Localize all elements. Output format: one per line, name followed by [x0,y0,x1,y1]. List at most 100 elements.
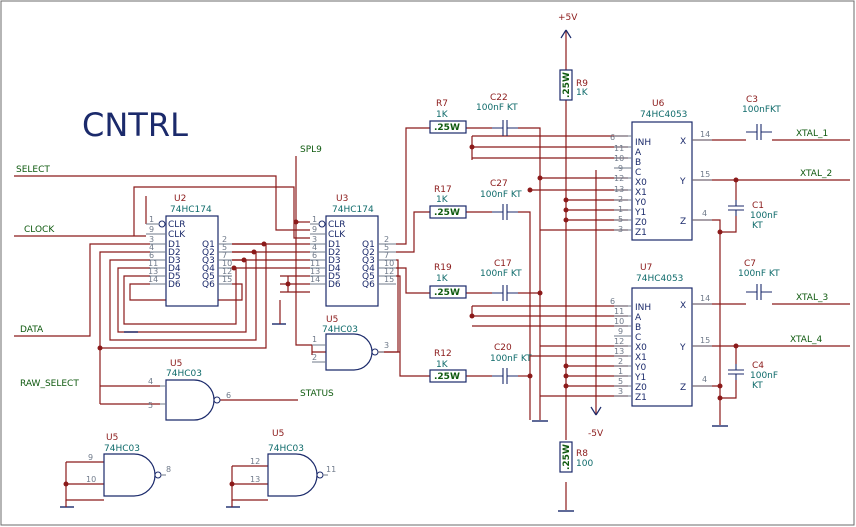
power-symbols: +5V -5V [558,13,604,439]
u2-value: 74HC174 [170,205,212,215]
r17-marking: .25W [434,208,460,218]
u5c-body [103,453,156,497]
r7-marking: .25W [434,123,460,133]
u6-pin-x0: X0 [635,178,647,188]
u2-pin-clk: CLK [168,230,186,240]
net-clock: CLOCK [24,225,55,235]
u6-pin-y1: Y1 [634,208,646,218]
u7-pinnum-5: 5 [618,377,623,386]
c17-ref: C17 [494,259,512,269]
u2-pin-q4: Q4 [202,264,215,274]
u3-pinnum-6: 6 [312,251,317,260]
r17-body [429,205,467,219]
u3-pinnum-7: 7 [384,251,389,260]
u2-pinnum-2: 2 [222,235,227,244]
u7-pin-z: Z [680,383,686,393]
u5a-pin-3: 3 [384,341,389,350]
u7-pinnum-2: 2 [618,357,623,366]
u5d-pin-13: 13 [250,475,260,484]
capacitor-c3: C3 100nFKT [742,95,781,140]
net-spl9: SPL9 [300,145,322,155]
u3-clr-bubble [318,220,326,228]
resistor-r19: R19 1K .25W [429,263,467,299]
u3-pin-d2: D2 [328,248,341,258]
u5a-pin-2: 2 [312,353,317,362]
u6-pinnum-5: 5 [618,215,623,224]
u6-pinnum-11: 11 [614,144,624,153]
u5c-bubble [154,471,162,479]
u3-pinnum-2: 2 [384,235,389,244]
r19-ref: R19 [434,263,452,273]
net-raw-select: RAW_SELECT [20,379,79,389]
plus5v-label: +5V [558,13,578,23]
c4-value-2: KT [752,381,763,391]
u7-pinnum-3: 3 [618,387,623,396]
r7-ref: R7 [436,99,448,109]
junction-dots [63,144,739,487]
u7-pinnum-1: 1 [618,367,623,376]
u3-pin-d1: D1 [328,240,341,250]
c1-ref: C1 [752,201,764,211]
gate-u5-d: U5 74HC03 12 13 11 [250,429,336,497]
u7-pinnum-9: 9 [618,327,623,336]
ic-u7: U7 74HC4053 INH A B C X0 X1 Y0 Y1 Z0 Z1 … [610,263,712,407]
u2-ref: U2 [174,194,186,204]
u7-pinnum-12: 12 [614,337,624,346]
ic-u3: U3 74HC174 CLR CLK D1 D2 D3 D4 D5 D6 Q1 … [310,194,396,307]
c27-ref: C27 [490,179,508,189]
r12-body [429,369,467,383]
u5c-value: 74HC03 [104,444,140,454]
resistor-r12: R12 1K .25W [429,349,467,383]
u7-ref: U7 [640,263,652,273]
c22-value: 100nF KT [476,103,518,113]
c1-value: 100nF [750,211,778,221]
u3-ref: U3 [336,194,348,204]
u3-pin-q4: Q4 [362,264,375,274]
u3-pin-q3: Q3 [362,256,375,266]
u6-pinnum-6: 6 [610,133,615,142]
c3-value: 100nFKT [742,105,781,115]
capacitor-c20: C20 100nF KT [490,343,532,384]
u2-pinnum-12: 12 [222,267,232,276]
u6-pin-z0: Z0 [635,218,647,228]
r12-ref: R12 [434,349,452,359]
u5a-ref: U5 [326,315,338,325]
u7-value: 74HC4053 [636,274,683,284]
u2-pinnum-5: 5 [222,243,227,252]
u5d-pin-12: 12 [250,457,260,466]
u5d-pin-11: 11 [326,465,336,474]
u3-pinnum-3: 3 [312,235,317,244]
u7-pinnum-4: 4 [702,375,707,384]
u3-pinnum-13: 13 [310,267,320,276]
u2-pinnum-6: 6 [149,251,154,260]
u6-pin-y0: Y0 [634,198,646,208]
u5b-pin-4: 4 [148,377,153,386]
resistor-r8: .25W R8 100 [559,441,593,473]
capacitor-c22: C22 100nF KT [476,93,518,136]
wires [14,30,850,501]
u7-pin-x: X [680,301,686,311]
u2-pin-d1: D1 [168,240,181,250]
u2-pinnum-3: 3 [149,235,154,244]
u2-pinnum-9: 9 [149,225,154,234]
u6-pin-z: Z [680,217,686,227]
u2-pinnum-7: 7 [222,251,227,260]
u6-pin-x1: X1 [635,188,647,198]
r19-marking: .25W [434,288,460,298]
u6-pin-a: A [635,148,642,158]
net-select: SELECT [16,165,50,175]
u7-pin-y: Y [679,343,686,353]
u7-pin-z1: Z1 [635,393,647,403]
u6-pinnum-9: 9 [618,164,623,173]
r12-value: 1K [436,360,449,370]
r7-value: 1K [436,110,449,120]
r19-body [429,285,467,299]
u6-pin-z1: Z1 [635,228,647,238]
u6-pinnum-10: 10 [614,154,624,163]
u5b-pin-5: 5 [148,401,153,410]
u3-pin-d6: D6 [328,280,341,290]
u2-pin-q1: Q1 [202,240,215,250]
u2-pin-d5: D5 [168,272,181,282]
minus5v-label: -5V [588,429,604,439]
